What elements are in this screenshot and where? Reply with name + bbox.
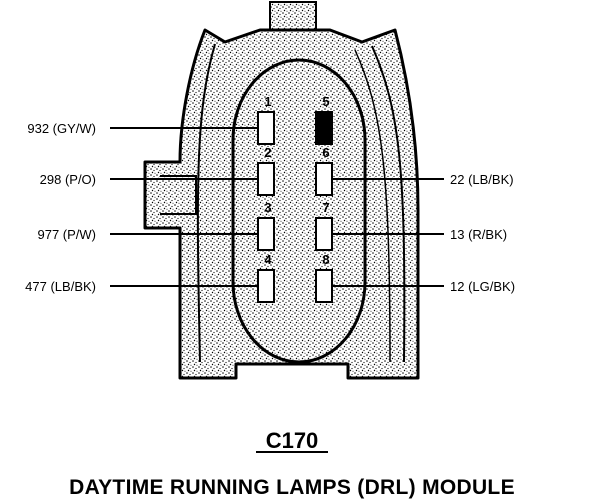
pin-cavity (231, 58, 367, 364)
keying-notch (160, 175, 197, 215)
pin-terminal-5 (315, 111, 333, 145)
housing-inner-contour-right-2 (354, 49, 391, 363)
circuit-label-7: 13 (R/BK) (450, 227, 507, 242)
pin-5: 5 (315, 94, 333, 145)
pin-4: 4 477 (LB/BK) (25, 252, 275, 303)
connector-title: DAYTIME RUNNING LAMPS (DRL) MODULE (69, 476, 515, 499)
circuit-label-4: 477 (LB/BK) (25, 279, 96, 294)
pin-number-6: 6 (322, 145, 329, 160)
pin-terminal-7 (315, 217, 333, 251)
housing-inner-contour-right (371, 45, 406, 363)
pin-terminal-3 (257, 217, 275, 251)
pin-number-3: 3 (264, 200, 271, 215)
circuit-label-1: 932 (GY/W) (27, 121, 96, 136)
pin-terminal-4 (257, 269, 275, 303)
pin-number-5: 5 (322, 94, 329, 109)
circuit-label-2: 298 (P/O) (40, 172, 96, 187)
pins-layer: 1 932 (GY/W) 2 298 (P/O) 3 977 (P/W) 4 477 (LB/… (25, 94, 515, 303)
pin-number-8: 8 (322, 252, 329, 267)
pin-number-7: 7 (322, 200, 329, 215)
pin-terminal-1 (257, 111, 275, 145)
pin-number-1: 1 (264, 94, 271, 109)
pin-6: 6 22 (LB/BK) (315, 145, 514, 196)
pin-number-2: 2 (264, 145, 271, 160)
connector-id: C170 (266, 428, 319, 453)
pin-terminal-6 (315, 162, 333, 196)
pin-2: 2 298 (P/O) (40, 145, 275, 196)
pin-number-4: 4 (264, 252, 272, 267)
pin-7: 7 13 (R/BK) (315, 200, 507, 251)
housing-inner-contour (196, 43, 216, 363)
pin-terminal-2 (257, 162, 275, 196)
circuit-label-8: 12 (LG/BK) (450, 279, 515, 294)
pin-8: 8 12 (LG/BK) (315, 252, 515, 303)
pin-1: 1 932 (GY/W) (27, 94, 275, 145)
pin-terminal-8 (315, 269, 333, 303)
circuit-label-3: 977 (P/W) (37, 227, 96, 242)
connector-lock-tab (269, 1, 317, 33)
circuit-label-6: 22 (LB/BK) (450, 172, 514, 187)
pin-3: 3 977 (P/W) (37, 200, 275, 251)
